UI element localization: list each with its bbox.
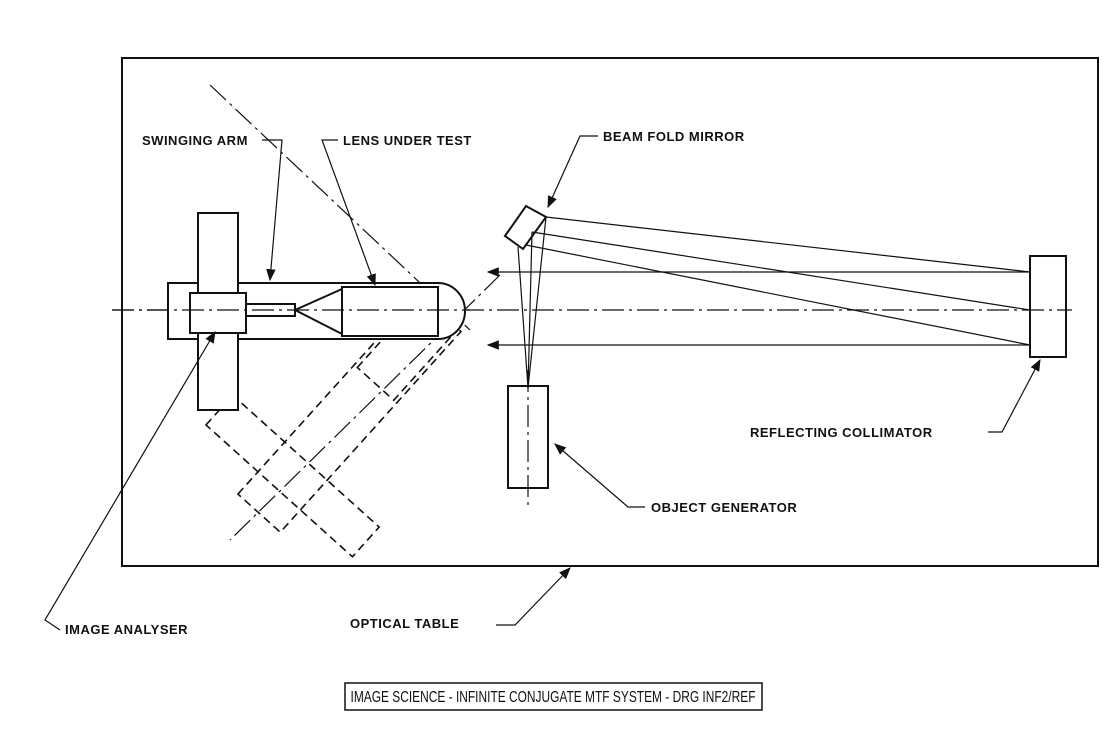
lens-under-test [341,286,439,337]
beam-fold-mirror [503,204,548,251]
object-generator [507,385,549,489]
label-swinging-arm: SWINGING ARM [142,133,248,148]
title-box [344,682,763,711]
reflecting-collimator [1029,255,1067,358]
label-beam-fold-mirror: BEAM FOLD MIRROR [603,129,745,144]
label-reflecting-collimator: REFLECTING COLLIMATOR [750,425,933,440]
leaders [44,135,1041,631]
swinging-arm [112,212,470,411]
label-image-analyser: IMAGE ANALYSER [65,622,188,637]
optical-table [121,57,1099,567]
label-lens-under-test: LENS UNDER TEST [343,133,472,148]
light-rays [486,216,1031,389]
label-optical-table: OPTICAL TABLE [350,616,459,631]
label-object-generator: OBJECT GENERATOR [651,500,797,515]
drawing-title: IMAGE SCIENCE - INFINITE CONJUGATE MTF S… [351,689,756,706]
